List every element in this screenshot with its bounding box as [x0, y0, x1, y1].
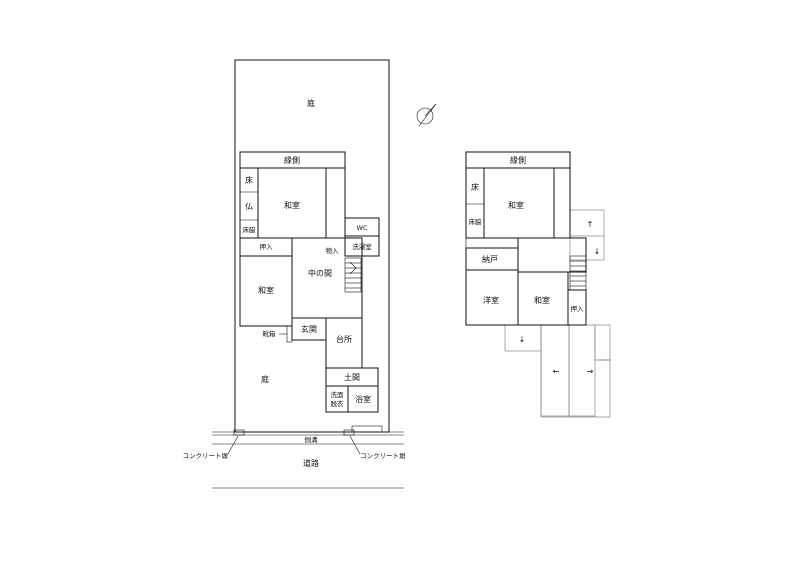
f1-senmen-label-1: 洗面 — [331, 390, 345, 399]
concrete-wall-right-mark — [343, 429, 355, 436]
f2-toko-label: 床 — [471, 182, 479, 192]
f1-garden-bottom-label: 庭 — [261, 374, 269, 384]
f1-daidokoro-label: 台所 — [336, 334, 352, 344]
f2-washitsu-right-label: 和室 — [534, 295, 550, 305]
concrete-right-label: コンクリート塀 — [360, 451, 406, 460]
f1-yokushitsu-label: 浴室 — [355, 394, 371, 404]
f2-hall — [517, 237, 587, 273]
concrete-left-leader — [227, 435, 239, 455]
f1-sentaku-label: 洗濯室 — [352, 242, 372, 251]
f1-right-space — [325, 167, 346, 239]
roof-lower-right — [568, 324, 611, 418]
f1-senmen-label-2: 脱衣 — [331, 399, 345, 408]
f1-washitsu-left-label: 和室 — [258, 285, 274, 295]
gate-mark — [351, 425, 383, 433]
f1-oshiire-label: 押入 — [260, 242, 274, 251]
floor2-plan: 縁側 床 床脇 和室 納戸 洋室 和室 押入 ↑ ↓ ↓ ← → — [465, 151, 611, 418]
f1-naka-no-ma-label: 中の間 — [308, 268, 332, 278]
concrete-wall-left-mark — [233, 429, 245, 436]
f1-genkan-label: 玄関 — [301, 324, 317, 334]
f1-yokushitsu — [347, 385, 379, 413]
f2-tokowaki-label: 床脇 — [469, 217, 483, 226]
floor1-plan: 庭 縁側 床 仏 床脇 和室 押入 WC 洗濯室 物入 中の間 和室 玄関 靴箱… — [234, 59, 390, 433]
f1-tokowaki-label: 床脇 — [243, 225, 257, 234]
f2-stairs — [569, 255, 587, 291]
f2-nando-label: 納戸 — [482, 254, 498, 264]
roof-arrow-left-icon: ← — [553, 367, 560, 376]
sokko-label: 側溝 — [305, 435, 319, 444]
f2-closet-strip — [465, 237, 519, 249]
roof-arrow-down-icon-1: ↓ — [594, 247, 601, 256]
site-road: 側溝 道路 コンクリート塀 コンクリート塀 — [183, 425, 406, 489]
f2-right-strip — [553, 167, 571, 239]
f2-oshiire-label: 押入 — [571, 304, 585, 313]
f2-washitsu-main-label: 和室 — [508, 200, 524, 210]
f1-washitsu-left — [239, 255, 293, 327]
f2-yoshitsu-label: 洋室 — [483, 295, 499, 305]
f2-toko-strip — [465, 167, 485, 239]
north-arrow-icon — [416, 103, 437, 127]
f1-stairs — [344, 257, 362, 293]
f1-wc-label: WC — [357, 224, 368, 232]
roof-arrow-right-icon: → — [587, 367, 594, 376]
roof-arrow-down-icon-2: ↓ — [519, 335, 526, 344]
f1-butsu-label: 仏 — [245, 202, 253, 211]
f1-monoire-label: 物入 — [326, 246, 340, 255]
concrete-left-label: コンクリート塀 — [183, 451, 229, 460]
f1-kutsubako-label: 靴箱 — [263, 329, 277, 338]
f2-engawa-label: 縁側 — [510, 155, 526, 165]
f1-engawa-label: 縁側 — [284, 155, 300, 165]
doro-label: 道路 — [303, 458, 319, 468]
f1-garden-top-label: 庭 — [307, 98, 315, 108]
f1-toko-label: 床 — [245, 175, 253, 185]
f1-doma-label: 土間 — [344, 372, 360, 382]
f1-senmen — [325, 385, 349, 413]
f1-kutsubako-box — [286, 325, 293, 343]
roof-arrow-up-icon: ↑ — [587, 220, 594, 229]
concrete-right-leader — [349, 435, 361, 455]
f2-oshiire — [567, 289, 587, 326]
f1-washitsu-main-label: 和室 — [284, 200, 300, 210]
